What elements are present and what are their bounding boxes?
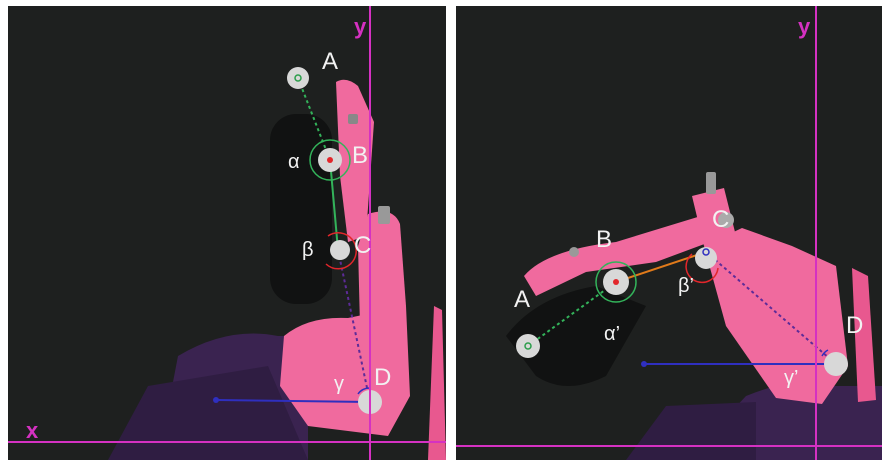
joint-c-arc — [325, 232, 357, 270]
finger-shadow — [506, 286, 646, 386]
exo-top-link — [524, 212, 726, 296]
right-scene — [456, 6, 882, 460]
glove-lower — [626, 402, 756, 460]
exo-side-plate — [428, 306, 446, 460]
exo-top-link — [336, 79, 374, 242]
joint-d-marker — [824, 352, 848, 376]
joint-b-arc — [309, 139, 351, 181]
bolt — [706, 172, 716, 194]
joint-a-marker — [287, 67, 309, 89]
joint-b-center — [613, 279, 619, 285]
left-photo-panel: y x A B C D α β γ — [8, 6, 446, 460]
angle-beta-label: β — [302, 239, 314, 261]
bolt — [348, 114, 358, 124]
link-ab — [297, 77, 331, 161]
joint-a-label: A — [514, 286, 531, 313]
bolt — [718, 212, 734, 228]
joint-c-arc — [685, 253, 719, 284]
joint-c-marker — [330, 240, 350, 260]
link-cd — [337, 249, 371, 403]
x-axis-label: x — [26, 418, 39, 443]
joint-b-label: B — [596, 226, 613, 253]
joint-c-label: C — [712, 206, 730, 233]
joint-b-arc — [595, 261, 637, 303]
exo-upper-bar — [692, 188, 736, 246]
joint-d-start — [213, 397, 219, 403]
joint-a-center — [294, 74, 302, 82]
joint-b-label: B — [352, 142, 369, 169]
angle-alpha-label: α — [288, 151, 300, 173]
joint-d-label: D — [846, 312, 864, 339]
bolt — [378, 206, 390, 224]
exo-side-plate — [852, 268, 876, 402]
exo-base — [704, 228, 848, 404]
left-scene — [8, 6, 446, 460]
joint-a-marker — [516, 334, 540, 358]
joint-c-center — [702, 248, 710, 256]
link-bc — [615, 251, 707, 283]
joint-c-marker — [695, 247, 717, 269]
joint-c-label: C — [354, 232, 372, 259]
finger-shadow — [270, 114, 332, 304]
link-cd — [705, 251, 837, 365]
link-bc — [329, 159, 339, 251]
joint-a-label: A — [322, 48, 339, 75]
joint-d-start — [641, 361, 647, 367]
bolt — [569, 247, 579, 257]
glove-cuff — [108, 366, 308, 460]
angle-gamma-label: γ — [334, 373, 344, 395]
angle-alpha-label: α’ — [604, 323, 621, 345]
joint-b-center — [327, 157, 333, 163]
joint-d-arc — [821, 349, 829, 357]
y-axis-label: y — [798, 14, 811, 39]
angle-beta-label: β’ — [678, 275, 694, 297]
right-photo-panel: y A B C D α’ β’ γ’ — [456, 6, 882, 460]
joint-a-center — [524, 342, 532, 350]
angle-gamma-label: γ’ — [784, 367, 799, 389]
joint-d-label: D — [374, 364, 392, 391]
y-axis-label: y — [354, 14, 367, 39]
link-ab — [527, 281, 617, 347]
link-d-horizontal — [215, 399, 371, 403]
